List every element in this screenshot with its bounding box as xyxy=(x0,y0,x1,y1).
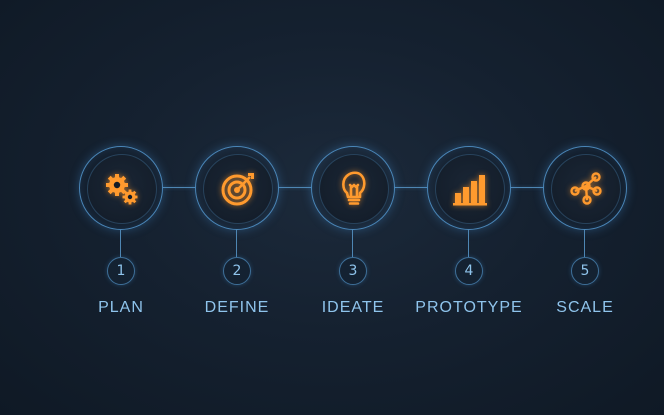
step-number-badge: 4 xyxy=(455,257,483,285)
target-icon xyxy=(221,173,254,206)
step-circle xyxy=(311,146,395,230)
step-label: PROTOTYPE xyxy=(415,299,523,316)
step-label: IDEATE xyxy=(321,299,385,316)
stem-line xyxy=(120,229,121,257)
stem-line xyxy=(236,229,237,257)
step-label: PLAN xyxy=(98,299,144,316)
bar-chart-icon xyxy=(453,175,487,206)
lightbulb-icon xyxy=(342,171,366,205)
step-circle xyxy=(79,146,163,230)
step-number-badge: 2 xyxy=(223,257,251,285)
connector-line xyxy=(278,187,312,188)
step-label: SCALE xyxy=(556,299,614,316)
step-define: 2 DEFINE xyxy=(195,146,279,326)
step-circle xyxy=(427,146,511,230)
stem-line xyxy=(468,229,469,257)
step-circle xyxy=(195,146,279,230)
step-number-badge: 3 xyxy=(339,257,367,285)
stem-line xyxy=(584,229,585,257)
network-icon xyxy=(570,172,602,205)
step-number-badge: 1 xyxy=(107,257,135,285)
step-number-badge: 5 xyxy=(571,257,599,285)
step-label: DEFINE xyxy=(204,299,270,316)
stem-line xyxy=(352,229,353,257)
step-prototype: 4 PROTOTYPE xyxy=(415,146,522,326)
gears-icon xyxy=(106,174,138,205)
step-scale: 5 SCALE xyxy=(543,146,627,326)
connector-line xyxy=(162,187,196,188)
step-circle xyxy=(543,146,627,230)
connector-line xyxy=(394,187,428,188)
step-plan: 1 PLAN xyxy=(79,146,163,326)
connector-line xyxy=(510,187,544,188)
step-ideate: 3 IDEATE xyxy=(311,146,395,326)
